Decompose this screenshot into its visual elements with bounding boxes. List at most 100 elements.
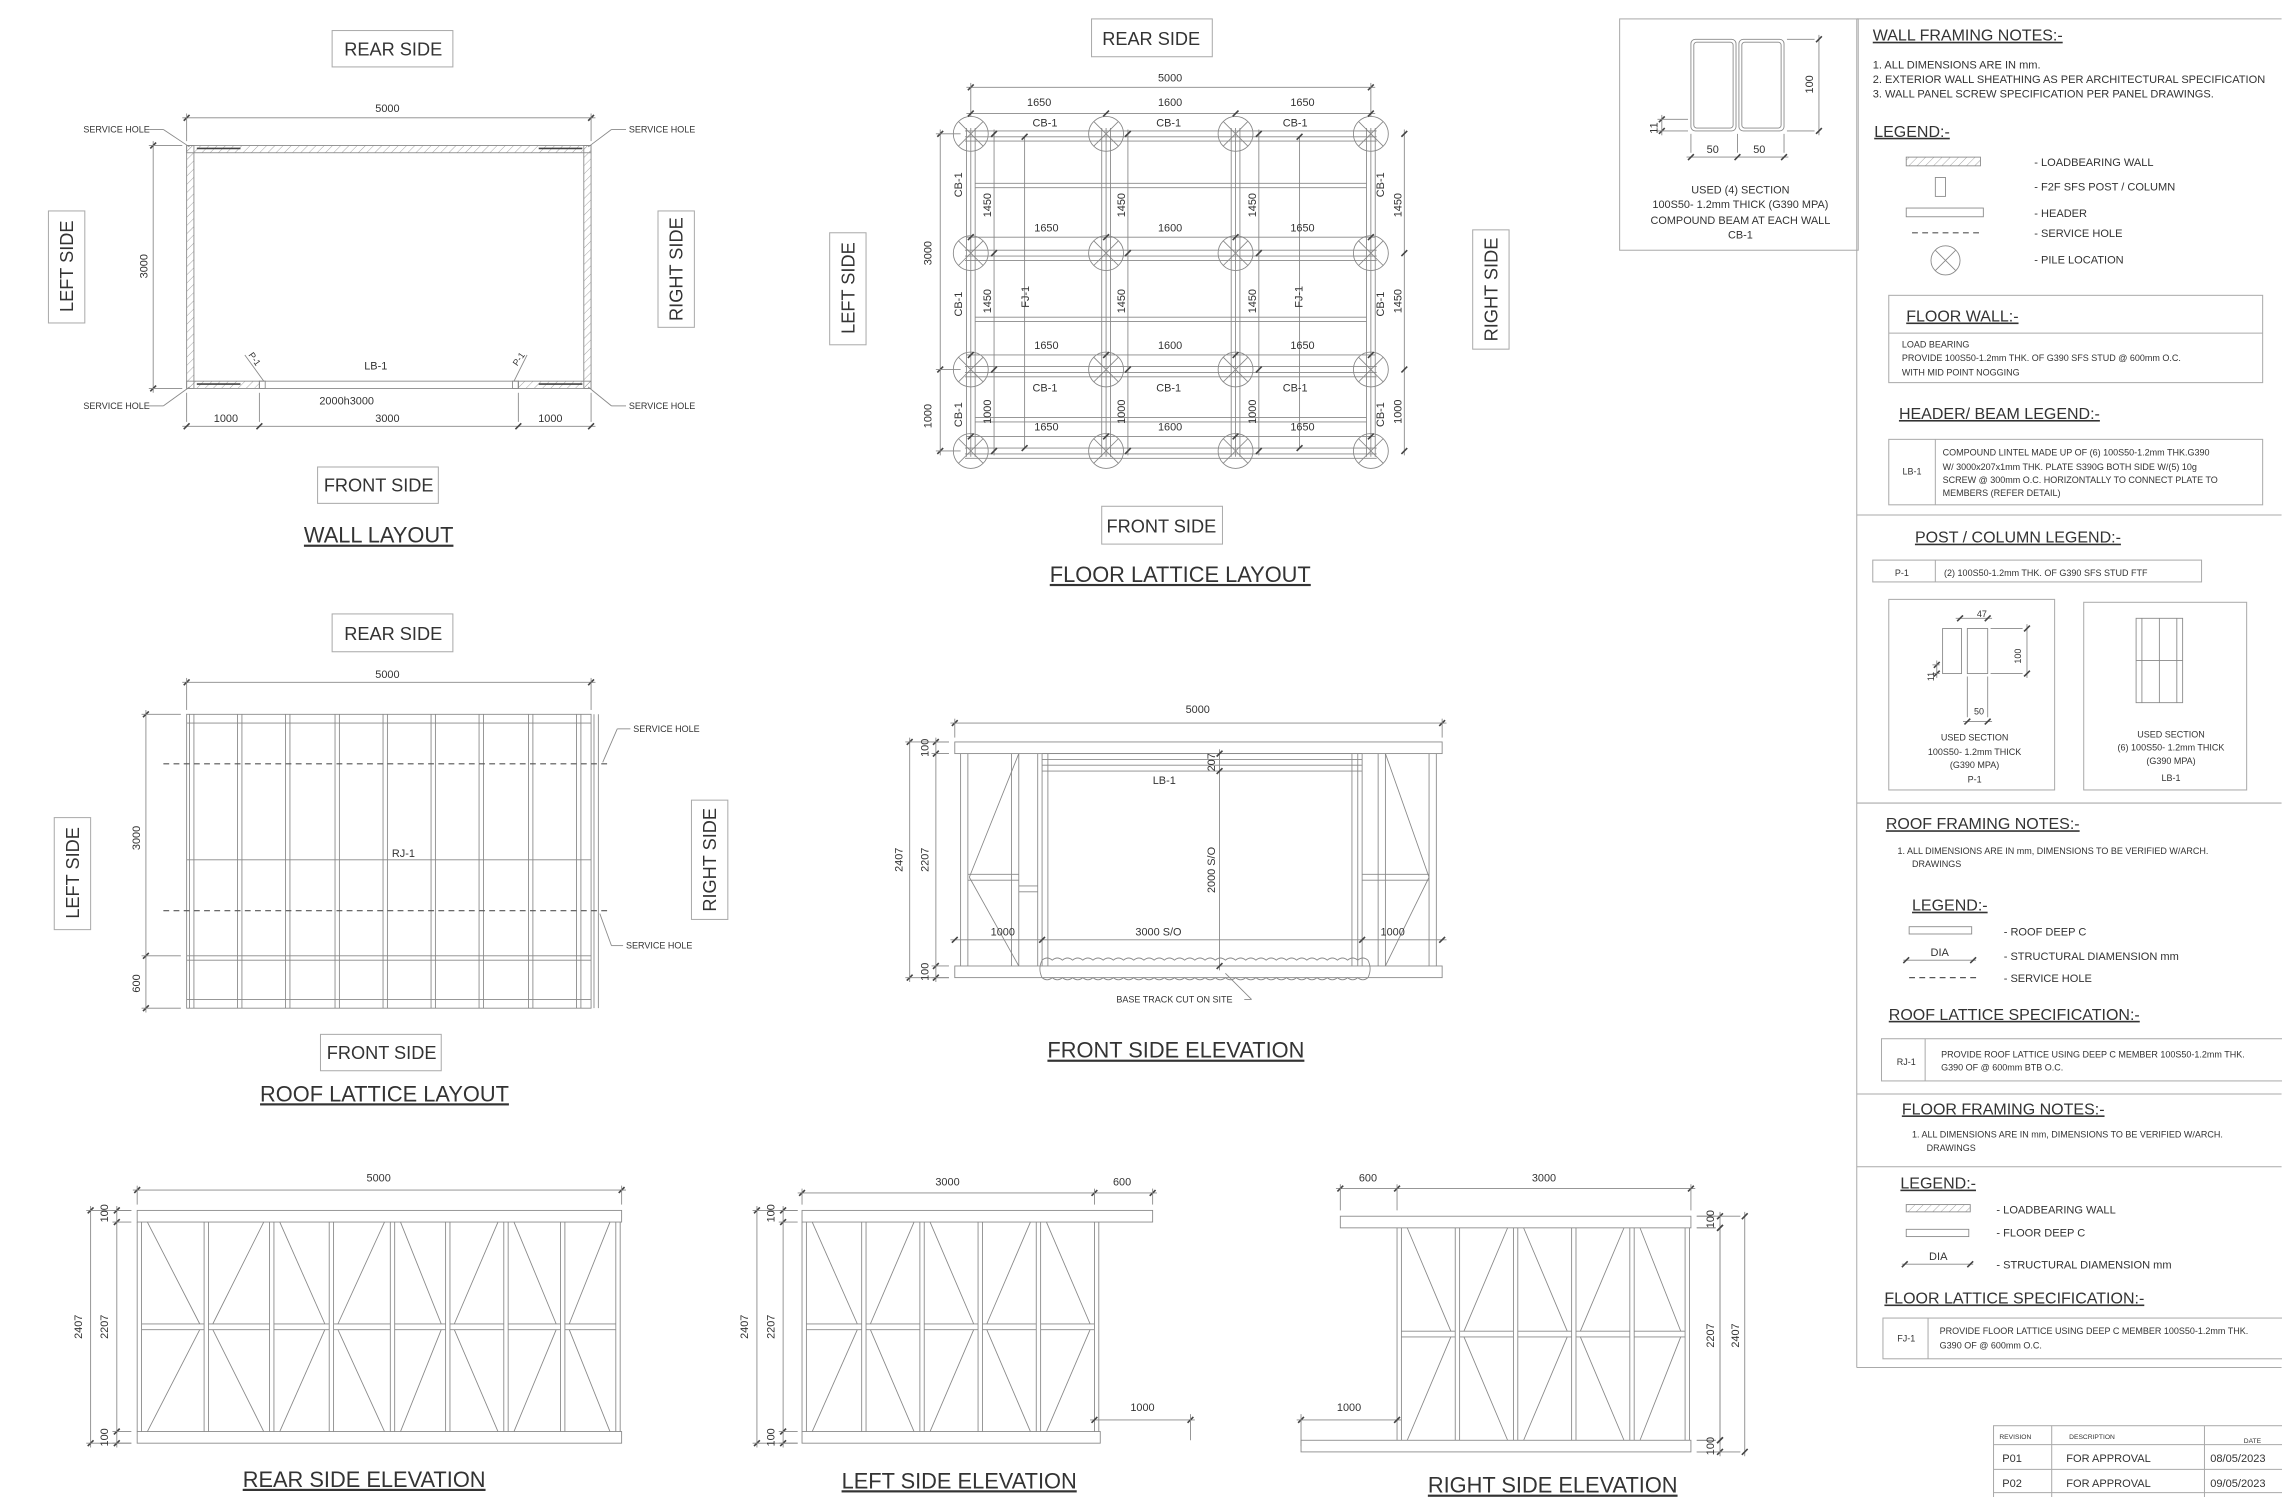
right-side-label: RIGHT SIDE <box>667 217 687 321</box>
dim-lip: 11 <box>1648 122 1660 133</box>
top-plate <box>954 741 1443 755</box>
dim-tick <box>1232 432 1240 440</box>
loadbearing-wall <box>583 145 592 389</box>
floor-wall-box <box>1888 294 2264 384</box>
dim-tick <box>1038 936 1046 944</box>
wall-note: 1. ALL DIMENSIONS ARE IN mm. <box>1873 59 2041 71</box>
dim-tick <box>1358 936 1366 944</box>
dim-wall-height: 2207 <box>1705 1323 1717 1347</box>
dim-span: 1650 <box>1027 97 1051 109</box>
dim-tick <box>1687 153 1695 161</box>
beam-label: CB-1 <box>1283 118 1308 130</box>
dim-wall-height: 2207 <box>99 1315 111 1339</box>
floor-wall-line: WITH MID POINT NOGGING <box>1902 367 2020 377</box>
pile-cross <box>1222 438 1249 464</box>
floor-legend-label: - STRUCTURAL DIAMENSION mm <box>1996 1260 2171 1272</box>
front-side-tag <box>317 466 439 504</box>
front-side-label: FRONT SIDE <box>324 476 434 496</box>
floor-spec-desc: PROVIDE FLOOR LATTICE USING DEEP C MEMBE… <box>1940 1326 2249 1336</box>
front-side-tag <box>1101 505 1223 545</box>
dim-tick <box>1966 1260 1974 1268</box>
dim-bay: 1000 <box>1392 400 1404 424</box>
pile-cross <box>958 438 984 464</box>
brace <box>337 1329 385 1432</box>
dim-tick <box>990 249 998 257</box>
dim-total-height: 2407 <box>73 1315 85 1339</box>
dim-tick <box>1815 127 1823 135</box>
leader <box>513 354 528 382</box>
pile-location-icon <box>1088 433 1124 469</box>
brace <box>968 753 1020 878</box>
rear-side-tag <box>331 30 454 68</box>
dim-tick <box>255 422 263 430</box>
loadbearing-wall-symbol <box>1905 156 1981 167</box>
brace <box>212 1221 265 1325</box>
dim-bottom-mid: 3000 <box>375 413 399 425</box>
brace <box>1406 1227 1452 1332</box>
dim-tick <box>1232 351 1240 359</box>
right-side-label: RIGHT SIDE <box>700 808 720 912</box>
leader <box>599 913 612 946</box>
pile-cross <box>1093 121 1119 147</box>
header-beam-heading: HEADER/ BEAM LEGEND:- <box>1899 406 2100 423</box>
dim-flange: 50 <box>1974 706 1984 716</box>
post-column-symbol <box>1934 177 1946 197</box>
leader <box>587 129 612 148</box>
base-track-note: BASE TRACK CUT ON SITE <box>1116 994 1232 1004</box>
post-column-code: P-1 <box>1895 568 1909 578</box>
dim-total-height: 2407 <box>739 1315 751 1339</box>
right-elevation-geometry <box>1296 1184 1749 1457</box>
rear-side-label: REAR SIDE <box>344 624 442 644</box>
dim-tick <box>1367 109 1375 117</box>
dim-tick <box>1963 718 1971 726</box>
pile-location-icon <box>1088 115 1124 152</box>
dim-span: 1600 <box>1158 97 1182 109</box>
beam-label: CB-1 <box>953 402 965 427</box>
brace <box>453 1221 499 1325</box>
roof-deep-c-symbol <box>1908 926 1973 935</box>
rear-side-tag <box>1091 18 1213 58</box>
brace <box>212 1329 265 1432</box>
dim-tick <box>1021 444 1029 452</box>
dim-height: 100 <box>1804 75 1816 93</box>
brace <box>1385 877 1430 967</box>
brace <box>279 1221 326 1325</box>
p1-section-caption: (G390 MPA) <box>1950 760 1999 770</box>
right-side-tag <box>657 210 695 328</box>
dim-plate: 100 <box>99 1428 111 1446</box>
dim-width: 3000 <box>935 1177 959 1189</box>
joist-label: RJ-1 <box>392 848 415 860</box>
dim-span: 1650 <box>1034 222 1058 234</box>
dim-tick <box>1400 249 1408 257</box>
dim-tick <box>990 447 998 455</box>
rear-elevation-geometry <box>86 1185 626 1448</box>
service-hole-label: SERVICE HOLE <box>629 401 695 411</box>
dim-lip: 11 <box>1926 672 1936 681</box>
pile-location-icon <box>1217 351 1254 388</box>
dim-span: 1600 <box>1158 422 1182 434</box>
floor-spec-code: FJ-1 <box>1897 1333 1915 1343</box>
dim-tick <box>1400 366 1408 373</box>
dim-tick <box>1393 1416 1401 1424</box>
dim-bay: 1000 <box>1247 400 1259 424</box>
dim-bay: 1000 <box>982 400 994 424</box>
dim-plate: 100 <box>765 1204 777 1222</box>
lintel-label: LB-1 <box>364 361 387 373</box>
dim-span: 1600 <box>1158 340 1182 352</box>
dim-plate: 100 <box>920 739 932 757</box>
dim-side: 1000 <box>1337 1402 1361 1414</box>
dim-tick <box>1741 1212 1749 1220</box>
dim-plate: 100 <box>1705 1437 1717 1455</box>
dim-tick <box>1232 233 1240 241</box>
dim-tick <box>1716 1224 1724 1232</box>
dim-bay: 1000 <box>1116 400 1128 424</box>
dim-tick <box>1780 153 1788 161</box>
right-elevation-title: RIGHT SIDE ELEVATION <box>1428 1473 1678 1497</box>
right-side-label: RIGHT SIDE <box>1481 238 1501 342</box>
dim-tick <box>1124 130 1132 138</box>
c-section <box>1738 38 1785 132</box>
pile-cross <box>958 240 984 266</box>
dim-bottom-left: 1000 <box>214 413 238 425</box>
roof-outline <box>186 713 592 1009</box>
